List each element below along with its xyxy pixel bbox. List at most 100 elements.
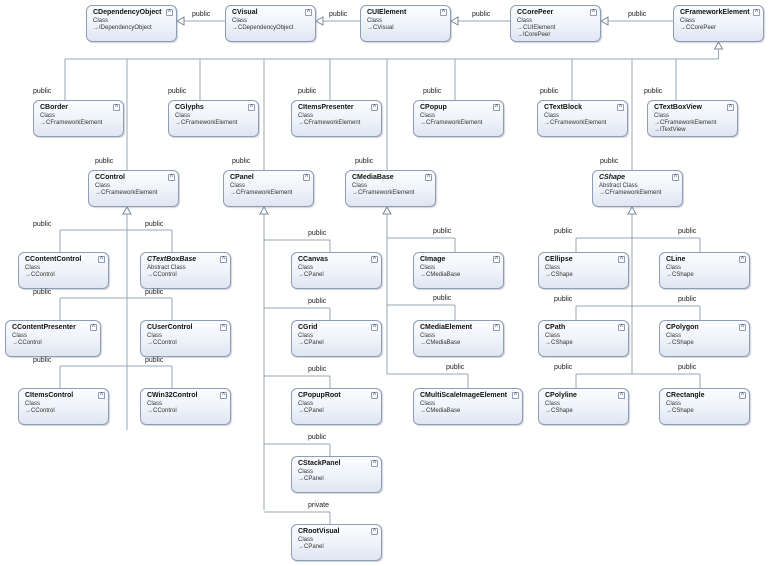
class-name: CMediaElement <box>420 324 473 331</box>
chevron-up-icon[interactable]: ˄ <box>512 392 519 399</box>
class-box-c-glyphs[interactable]: CGlyphsClassCFrameworkElement˄ <box>168 100 259 137</box>
chevron-up-icon[interactable]: ˄ <box>753 9 760 16</box>
class-box-c-multi-scale-image-element[interactable]: CMultiScaleImageElementClassCMediaBase˄ <box>413 388 523 425</box>
chevron-up-icon[interactable]: ˄ <box>739 392 746 399</box>
class-box-c-items-control[interactable]: CItemsControlClassCControl˄ <box>18 388 109 425</box>
chevron-up-icon[interactable]: ˄ <box>590 9 597 16</box>
access-label: public <box>145 357 164 364</box>
base-type-label: ITextView <box>654 127 733 134</box>
class-box-c-polygon[interactable]: CPolygonClassCShape˄ <box>659 320 750 357</box>
chevron-up-icon[interactable]: ˄ <box>220 256 227 263</box>
base-type-label: CFrameworkElement <box>352 190 431 197</box>
class-box-c-visual[interactable]: CVisualClassCDependencyObject˄ <box>225 5 316 42</box>
class-name: CPopup <box>420 104 447 111</box>
class-name: CCorePeer <box>517 9 554 16</box>
class-kind: Class <box>25 265 41 271</box>
class-box-c-line[interactable]: CLineClassCShape˄ <box>659 252 750 289</box>
class-box-c-framework-element[interactable]: CFrameworkElementClassCCorePeer˄ <box>673 5 764 42</box>
chevron-up-icon[interactable]: ˄ <box>739 324 746 331</box>
chevron-up-icon[interactable]: ˄ <box>493 324 500 331</box>
class-box-c-popup[interactable]: CPopupClassCFrameworkElement˄ <box>413 100 504 137</box>
class-box-c-content-control[interactable]: CContentControlClassCControl˄ <box>18 252 109 289</box>
chevron-up-icon[interactable]: ˄ <box>98 392 105 399</box>
chevron-up-icon[interactable]: ˄ <box>90 324 97 331</box>
class-name: CRectangle <box>666 392 705 399</box>
class-box-c-rectangle[interactable]: CRectangleClassCShape˄ <box>659 388 750 425</box>
chevron-up-icon[interactable]: ˄ <box>727 104 734 111</box>
class-box-c-core-peer[interactable]: CCorePeerClassCUIElementICorePeer˄ <box>510 5 601 42</box>
class-kind: Abstract Class <box>147 265 186 271</box>
class-box-c-image[interactable]: CImageClassCMediaBase˄ <box>413 252 504 289</box>
base-type-label: CControl <box>147 340 226 347</box>
class-kind: Class <box>298 401 314 407</box>
chevron-up-icon[interactable]: ˄ <box>618 392 625 399</box>
class-box-c-grid[interactable]: CGridClassCPanel˄ <box>291 320 382 357</box>
class-box-c-text-box-view[interactable]: CTextBoxViewClassCFrameworkElementITextV… <box>647 100 738 137</box>
chevron-up-icon[interactable]: ˄ <box>371 392 378 399</box>
class-box-c-control[interactable]: CControlClassCFrameworkElement˄ <box>88 170 179 207</box>
class-name: CEllipse <box>545 256 573 263</box>
class-box-c-panel[interactable]: CPanelClassCFrameworkElement˄ <box>223 170 314 207</box>
chevron-up-icon[interactable]: ˄ <box>166 9 173 16</box>
base-type-label: CVisual <box>367 25 446 32</box>
chevron-up-icon[interactable]: ˄ <box>493 256 500 263</box>
chevron-up-icon[interactable]: ˄ <box>371 324 378 331</box>
class-box-c-stack-panel[interactable]: CStackPanelClassCPanel˄ <box>291 456 382 493</box>
class-box-cui-element[interactable]: CUIElementClassCVisual˄ <box>360 5 451 42</box>
class-box-c-polyline[interactable]: CPolylineClassCShape˄ <box>538 388 629 425</box>
class-box-c-root-visual[interactable]: CRootVisualClassCPanel˄ <box>291 524 382 561</box>
chevron-up-icon[interactable]: ˄ <box>739 256 746 263</box>
chevron-up-icon[interactable]: ˄ <box>371 460 378 467</box>
class-name: CVisual <box>232 9 258 16</box>
access-label: public <box>308 434 327 441</box>
chevron-up-icon[interactable]: ˄ <box>220 392 227 399</box>
class-kind: Class <box>40 113 56 119</box>
chevron-up-icon[interactable]: ˄ <box>672 174 679 181</box>
inheritance-arrow-c-visual <box>175 16 185 26</box>
class-name: CPopupRoot <box>298 392 341 399</box>
class-box-c-dependency-object[interactable]: CDependencyObjectClassIDependencyObject˄ <box>86 5 177 42</box>
class-box-c-user-control[interactable]: CUserControlClassCControl˄ <box>140 320 231 357</box>
class-kind: Class <box>352 183 368 189</box>
access-label: public <box>308 230 327 237</box>
class-box-c-popup-root[interactable]: CPopupRootClassCPanel˄ <box>291 388 382 425</box>
class-name: CPolyline <box>545 392 577 399</box>
access-label: public <box>678 228 697 235</box>
class-box-c-path[interactable]: CPathClassCShape˄ <box>538 320 629 357</box>
chevron-up-icon[interactable]: ˄ <box>371 256 378 263</box>
access-label: public <box>232 158 251 165</box>
class-box-c-text-block[interactable]: CTextBlockClassCFrameworkElement˄ <box>537 100 628 137</box>
chevron-up-icon[interactable]: ˄ <box>113 104 120 111</box>
chevron-up-icon[interactable]: ˄ <box>168 174 175 181</box>
class-kind: Class <box>12 333 28 339</box>
chevron-up-icon[interactable]: ˄ <box>493 104 500 111</box>
chevron-up-icon[interactable]: ˄ <box>371 528 378 535</box>
class-box-c-items-presenter[interactable]: CItemsPresenterClassCFrameworkElement˄ <box>291 100 382 137</box>
class-box-c-media-element[interactable]: CMediaElementClassCMediaBase˄ <box>413 320 504 357</box>
chevron-up-icon[interactable]: ˄ <box>305 9 312 16</box>
chevron-up-icon[interactable]: ˄ <box>371 104 378 111</box>
chevron-up-icon[interactable]: ˄ <box>425 174 432 181</box>
chevron-up-icon[interactable]: ˄ <box>220 324 227 331</box>
class-box-c-content-presenter[interactable]: CContentPresenterClassCControl˄ <box>5 320 101 357</box>
class-box-c-media-base[interactable]: CMediaBaseClassCFrameworkElement˄ <box>345 170 436 207</box>
chevron-up-icon[interactable]: ˄ <box>303 174 310 181</box>
class-name: CMultiScaleImageElement <box>420 392 508 399</box>
chevron-up-icon[interactable]: ˄ <box>248 104 255 111</box>
chevron-up-icon[interactable]: ˄ <box>440 9 447 16</box>
class-kind: Class <box>544 113 560 119</box>
chevron-up-icon[interactable]: ˄ <box>618 256 625 263</box>
class-box-c-ellipse[interactable]: CEllipseClassCShape˄ <box>538 252 629 289</box>
chevron-up-icon[interactable]: ˄ <box>618 324 625 331</box>
class-kind: Class <box>420 113 436 119</box>
class-kind: Class <box>95 183 111 189</box>
class-kind: Class <box>298 537 314 543</box>
access-label: private <box>308 502 330 509</box>
chevron-up-icon[interactable]: ˄ <box>98 256 105 263</box>
class-box-c-border[interactable]: CBorderClassCFrameworkElement˄ <box>33 100 124 137</box>
class-box-c-win32-control[interactable]: CWin32ControlClassCControl˄ <box>140 388 231 425</box>
class-box-c-canvas[interactable]: CCanvasClassCPanel˄ <box>291 252 382 289</box>
chevron-up-icon[interactable]: ˄ <box>617 104 624 111</box>
